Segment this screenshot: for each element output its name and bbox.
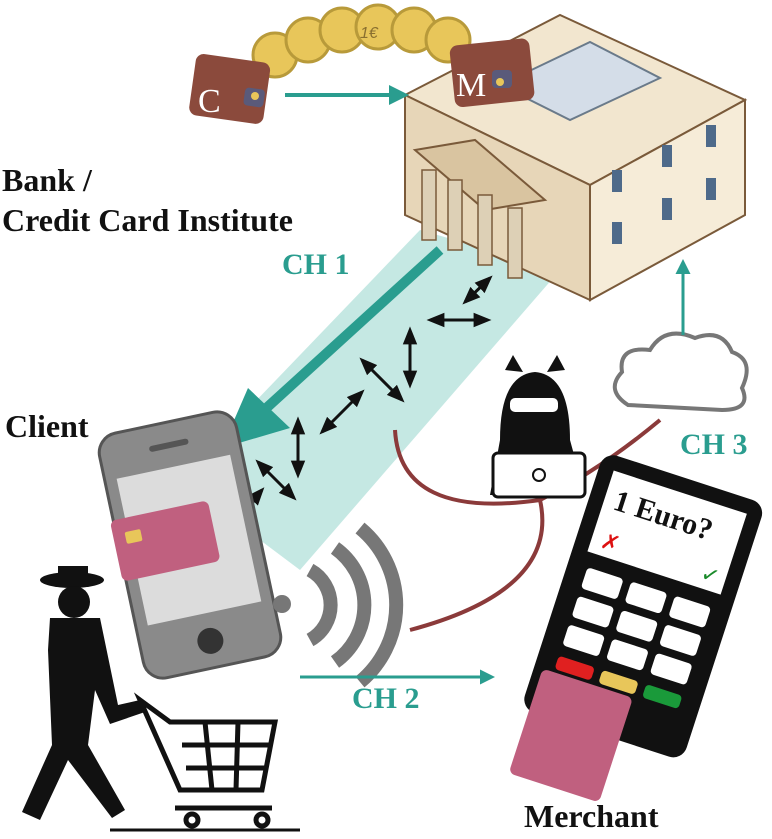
client-wallet-letter: C xyxy=(198,83,221,120)
coins: 1€ xyxy=(251,3,472,79)
coin-label: 1€ xyxy=(360,25,379,42)
ch2-label: CH 2 xyxy=(352,682,420,715)
ch1-label: CH 1 xyxy=(282,248,350,281)
ch3-label: CH 3 xyxy=(680,428,748,461)
cloud-icon xyxy=(612,331,749,413)
payment-terminal: 1 Euro? ✗ ✓ xyxy=(524,455,763,758)
attacker-icon xyxy=(490,355,587,499)
merchant-credit-card xyxy=(510,670,632,801)
bank-label-line1: Bank / xyxy=(2,162,92,198)
client-wallet: C xyxy=(189,54,271,124)
merchant-wallet: M xyxy=(449,38,535,108)
merchant-wallet-letter: M xyxy=(456,67,486,104)
bank-label: Bank / Credit Card Institute xyxy=(2,160,293,240)
shopping-cart-icon xyxy=(133,692,279,829)
client-credit-card xyxy=(110,501,220,581)
nfc-signal-icon xyxy=(273,522,404,688)
client-label: Client xyxy=(5,408,89,444)
merchant-label: Merchant xyxy=(524,798,659,834)
bank-label-line2: Credit Card Institute xyxy=(2,202,293,238)
shopper-icon xyxy=(22,566,145,820)
cable-phone-terminal xyxy=(393,429,545,632)
